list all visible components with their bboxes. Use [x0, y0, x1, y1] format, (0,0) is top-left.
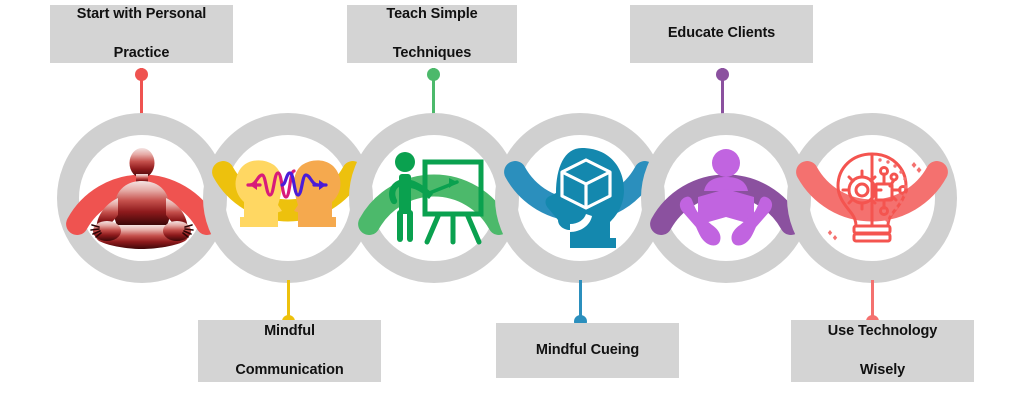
label-text-step-1: Start with Personal Practice	[76, 5, 207, 64]
connector-dot	[427, 68, 440, 81]
label-box-step-3: Teach Simple Techniques	[347, 5, 517, 63]
connector-dot	[135, 68, 148, 81]
label-box-step-6: Use Technology Wisely	[791, 320, 974, 382]
label-line-1: Mindful	[264, 322, 315, 339]
label-text-step-3: Teach Simple Techniques	[386, 5, 477, 64]
label-text-step-5: Educate Clients	[668, 24, 775, 44]
label-text-step-2: Mindful Communication	[235, 322, 343, 381]
label-box-step-4: Mindful Cueing	[496, 323, 679, 378]
ring-arc-2	[212, 161, 364, 222]
ring-step-6	[786, 112, 958, 284]
label-box-step-1: Start with Personal Practice	[50, 5, 233, 63]
label-text-step-4: Mindful Cueing	[536, 341, 639, 361]
connector-stem	[871, 280, 874, 328]
label-line-2: Wisely	[859, 361, 906, 378]
label-line-1: Start with Personal	[76, 5, 207, 22]
connector-stem	[287, 280, 290, 328]
connector-step-1	[135, 68, 148, 116]
label-line-2: Techniques	[392, 44, 472, 61]
connector-step-5	[716, 68, 729, 116]
connector-dot	[716, 68, 729, 81]
ring-arc-5	[650, 174, 802, 235]
connector-step-4	[574, 280, 587, 328]
label-line-1: Use Technology	[827, 322, 938, 339]
connector-stem	[432, 68, 435, 116]
label-line-2: Communication	[235, 361, 344, 378]
label-line-1: Teach Simple	[386, 5, 478, 22]
label-box-step-5: Educate Clients	[630, 5, 813, 63]
ring-arc-1	[66, 174, 218, 235]
connector-stem	[140, 68, 143, 116]
label-line-2: Practice	[113, 44, 170, 61]
label-box-step-2: Mindful Communication	[198, 320, 381, 382]
ring-arc-6	[796, 161, 948, 222]
connector-step-3	[427, 68, 440, 116]
connector-stem	[721, 68, 724, 116]
ring-arc-4	[504, 161, 656, 222]
label-line-1: Mindful Cueing	[535, 341, 640, 358]
ring-arc-3	[358, 174, 510, 235]
label-text-step-6: Use Technology Wisely	[828, 322, 938, 381]
ring-track-6	[787, 113, 957, 283]
label-line-1: Educate Clients	[667, 25, 776, 42]
connector-stem	[579, 280, 582, 328]
